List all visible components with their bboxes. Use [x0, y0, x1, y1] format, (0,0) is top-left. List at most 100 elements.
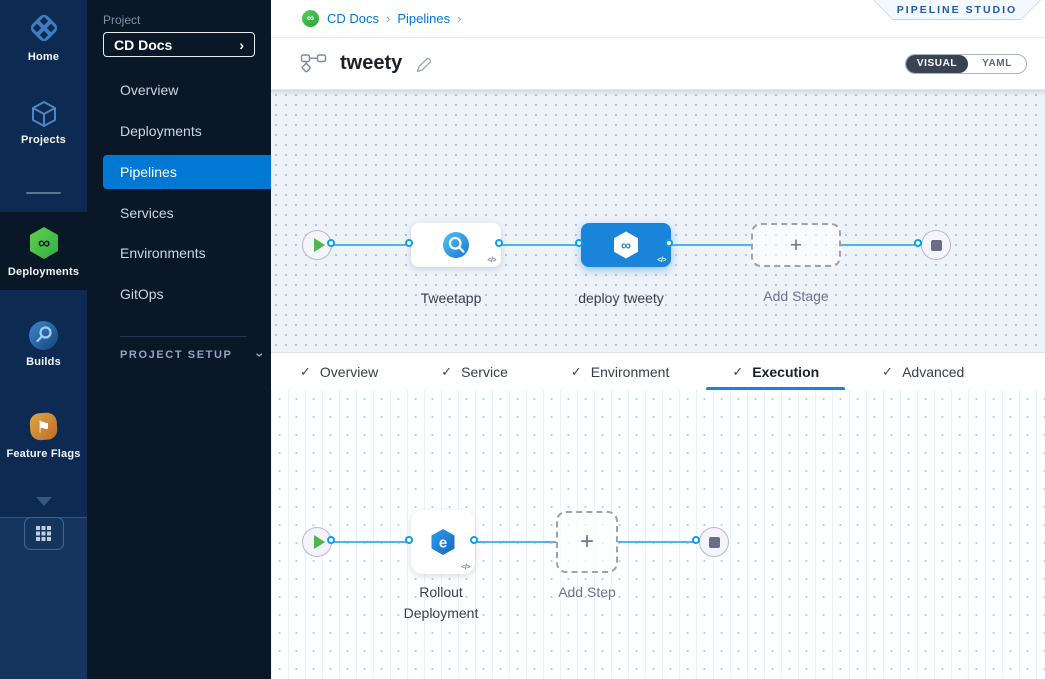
- chevron-right-icon: ›: [239, 36, 244, 53]
- step-link: [333, 541, 411, 543]
- tab-environment[interactable]: ✓ Environment: [571, 353, 670, 390]
- cd-stage-icon: ∞: [614, 231, 638, 259]
- svg-text:∞: ∞: [621, 237, 631, 253]
- code-badge[interactable]: </>: [487, 257, 496, 264]
- nav-label: Home: [27, 51, 60, 63]
- pipeline-studio-label: PIPELINE STUDIO: [896, 3, 1018, 16]
- pipeline-name: tweety: [340, 52, 403, 74]
- step-link: [476, 541, 556, 543]
- nav-rail: Home Projects ∞ Deployments: [0, 0, 87, 679]
- tab-label: Service: [461, 363, 508, 380]
- sidebar-divider: [120, 336, 247, 337]
- nav-item-projects[interactable]: Projects: [0, 99, 87, 146]
- link-port[interactable]: [470, 536, 478, 544]
- nav-label: Projects: [20, 134, 66, 146]
- nav-label: Builds: [26, 356, 61, 368]
- breadcrumb-separator: ›: [457, 11, 462, 26]
- breadcrumb-pipelines[interactable]: Pipelines: [397, 11, 451, 26]
- link-port[interactable]: [692, 536, 700, 544]
- main-content: PIPELINE STUDIO ∞ CD Docs › Pipelines › …: [271, 0, 1045, 679]
- nav-item-feature-flags[interactable]: ⚑ Feature Flags: [0, 410, 87, 460]
- plus-icon: +: [789, 233, 803, 257]
- sidebar-item-services[interactable]: Services: [120, 205, 174, 221]
- visual-yaml-toggle[interactable]: VISUAL YAML: [905, 53, 1027, 74]
- breadcrumb-project[interactable]: CD Docs: [327, 11, 380, 26]
- stop-icon: [930, 239, 942, 251]
- nav-scroll-chevron-down-icon[interactable]: [35, 497, 52, 506]
- add-stage-button[interactable]: +: [751, 223, 841, 267]
- builds-ci-icon: [29, 321, 58, 350]
- stage-canvas[interactable]: </> ∞ </> + Tweetapp deploy tweety Add S…: [271, 90, 1045, 352]
- execution-end-node[interactable]: [699, 527, 729, 557]
- sidebar-item-pipelines[interactable]: Pipelines: [103, 155, 271, 189]
- link-port[interactable]: [405, 536, 413, 544]
- step-node-rollout-deployment[interactable]: e </>: [411, 510, 475, 574]
- add-step-label[interactable]: Add Step: [558, 584, 616, 600]
- stage-node-deploy-tweety[interactable]: ∞ </>: [581, 223, 671, 267]
- code-badge[interactable]: </>: [461, 564, 470, 571]
- pipeline-end-node[interactable]: [921, 230, 951, 260]
- execution-canvas[interactable]: e </> + Rollout Deployment Add Step: [271, 390, 1045, 679]
- add-step-button[interactable]: +: [556, 511, 618, 573]
- step-label-rollout-deployment[interactable]: Rollout Deployment: [403, 584, 479, 621]
- tab-overview[interactable]: ✓ Overview: [300, 353, 378, 390]
- sidebar-item-gitops[interactable]: GitOps: [120, 286, 164, 302]
- waffle-grid-icon: [36, 526, 51, 541]
- play-icon: [313, 238, 325, 252]
- nav-item-builds[interactable]: Builds: [0, 320, 87, 368]
- harness-home-icon: [30, 14, 57, 42]
- project-sidebar: Project CD Docs › Overview Deployments P…: [87, 0, 271, 679]
- tab-service[interactable]: ✓ Service: [441, 353, 508, 390]
- stage-label-deploy-tweety[interactable]: deploy tweety: [578, 290, 664, 306]
- nav-item-home[interactable]: Home: [0, 10, 87, 63]
- stage-label-tweetapp[interactable]: Tweetapp: [420, 290, 482, 306]
- tab-label: Environment: [590, 363, 670, 380]
- sidebar-item-deployments[interactable]: Deployments: [120, 123, 202, 139]
- stage-node-tweetapp[interactable]: </>: [411, 223, 501, 267]
- check-icon: ✓: [882, 363, 894, 379]
- toggle-visual[interactable]: VISUAL: [906, 54, 968, 73]
- check-icon: ✓: [441, 363, 453, 379]
- nav-label: Deployments: [7, 266, 80, 278]
- link-port[interactable]: [914, 239, 922, 247]
- stage-link: [841, 244, 920, 246]
- edit-pencil-icon[interactable]: [415, 56, 433, 74]
- module-grid-button[interactable]: [23, 517, 64, 550]
- project-setup-toggle[interactable]: PROJECT SETUP ›: [120, 347, 269, 363]
- stage-link: [333, 244, 411, 246]
- link-port[interactable]: [327, 239, 335, 247]
- pipeline-titlebar: tweety VISUAL YAML: [271, 38, 1045, 90]
- link-port[interactable]: [575, 239, 583, 247]
- add-stage-label[interactable]: Add Stage: [763, 288, 829, 304]
- breadcrumb-separator: ›: [386, 11, 391, 26]
- rollout-deployment-icon: e: [431, 529, 455, 555]
- ci-stage-icon: [443, 232, 469, 258]
- cd-module-icon: ∞: [302, 10, 319, 27]
- link-port[interactable]: [665, 239, 673, 247]
- pipeline-graph-icon: [300, 54, 327, 73]
- stage-link: [671, 244, 751, 246]
- project-selector[interactable]: CD Docs ›: [103, 32, 255, 57]
- sidebar-item-overview[interactable]: Overview: [120, 82, 179, 98]
- projects-cube-icon: [31, 101, 56, 127]
- toggle-yaml[interactable]: YAML: [982, 58, 1012, 69]
- tab-execution[interactable]: ✓ Execution: [706, 353, 845, 390]
- project-setup-label: PROJECT SETUP: [120, 349, 233, 361]
- tab-label: Overview: [319, 363, 379, 380]
- nav-item-deployments[interactable]: ∞ Deployments: [0, 212, 87, 290]
- svg-text:e: e: [439, 535, 447, 552]
- pipeline-studio-ribbon: PIPELINE STUDIO: [873, 0, 1041, 20]
- svg-text:⚑: ⚑: [36, 420, 50, 437]
- sidebar-item-environments[interactable]: Environments: [120, 245, 206, 261]
- check-icon: ✓: [300, 363, 311, 379]
- link-port[interactable]: [327, 536, 335, 544]
- feature-flags-icon: ⚑: [29, 412, 58, 441]
- nav-rail-bottom: [0, 517, 87, 679]
- plus-icon: +: [579, 528, 594, 555]
- tab-advanced[interactable]: ✓ Advanced: [882, 353, 964, 390]
- stage-link: [501, 244, 581, 246]
- link-port[interactable]: [495, 239, 503, 247]
- link-port[interactable]: [405, 239, 413, 247]
- code-badge[interactable]: </>: [657, 257, 666, 264]
